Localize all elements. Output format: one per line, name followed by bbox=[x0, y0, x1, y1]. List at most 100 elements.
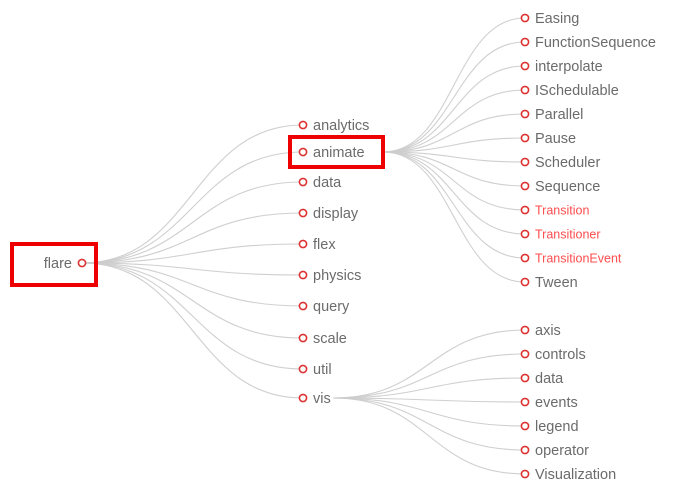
node-dot-icon[interactable] bbox=[520, 469, 530, 479]
node-dot-icon[interactable] bbox=[298, 147, 308, 157]
node-vis-axis[interactable]: axis bbox=[520, 323, 561, 339]
node-animate-FunctionSequence-label[interactable]: FunctionSequence bbox=[535, 35, 656, 51]
node-animate-Scheduler-label[interactable]: Scheduler bbox=[535, 155, 600, 171]
node-animate-Pause-label[interactable]: Pause bbox=[535, 131, 576, 147]
node-analytics-label[interactable]: analytics bbox=[313, 118, 369, 134]
node-util-label[interactable]: util bbox=[313, 362, 332, 378]
node-animate-Transitioner-label[interactable]: Transitioner bbox=[535, 227, 601, 241]
node-dot-icon[interactable] bbox=[520, 373, 530, 383]
node-util[interactable]: util bbox=[298, 362, 332, 378]
node-animate-Tween[interactable]: Tween bbox=[520, 275, 578, 291]
node-dot-icon[interactable] bbox=[520, 85, 530, 95]
node-animate-interpolate-label[interactable]: interpolate bbox=[535, 59, 603, 75]
node-animate-Sequence-label[interactable]: Sequence bbox=[535, 179, 600, 195]
node-dot-icon[interactable] bbox=[298, 301, 308, 311]
node-vis-label[interactable]: vis bbox=[313, 391, 331, 407]
node-dot-icon[interactable] bbox=[520, 61, 530, 71]
node-dot-icon[interactable] bbox=[520, 421, 530, 431]
node-dot-icon[interactable] bbox=[520, 229, 530, 239]
node-vis-events-label[interactable]: events bbox=[535, 395, 578, 411]
node-query[interactable]: query bbox=[298, 299, 350, 315]
node-dot-icon[interactable] bbox=[520, 349, 530, 359]
node-animate-Parallel[interactable]: Parallel bbox=[520, 107, 583, 123]
node-dot-icon[interactable] bbox=[520, 445, 530, 455]
node-vis-operator-label[interactable]: operator bbox=[535, 443, 589, 459]
link-animate-to-Tween bbox=[382, 151, 526, 283]
node-dot-icon[interactable] bbox=[298, 333, 308, 343]
node-vis-Visualization-label[interactable]: Visualization bbox=[535, 467, 616, 483]
node-dot-icon[interactable] bbox=[298, 364, 308, 374]
node-analytics[interactable]: analytics bbox=[298, 118, 369, 134]
node-dot-icon[interactable] bbox=[298, 270, 308, 280]
node-vis[interactable]: vis bbox=[298, 391, 331, 407]
link-animate-to-Scheduler bbox=[382, 151, 526, 163]
node-dot-icon[interactable] bbox=[520, 397, 530, 407]
node-vis-legend[interactable]: legend bbox=[520, 419, 579, 435]
node-dot-icon[interactable] bbox=[520, 109, 530, 119]
link-flare-to-flex bbox=[81, 243, 304, 264]
node-dot-icon[interactable] bbox=[520, 157, 530, 167]
node-animate-Easing[interactable]: Easing bbox=[520, 11, 579, 27]
node-animate[interactable]: animate bbox=[298, 145, 365, 161]
node-data-label[interactable]: data bbox=[313, 175, 342, 191]
node-animate-TransitionEvent[interactable]: TransitionEvent bbox=[520, 251, 622, 265]
node-vis-axis-label[interactable]: axis bbox=[535, 323, 561, 339]
node-dot-icon[interactable] bbox=[520, 277, 530, 287]
node-vis-events[interactable]: events bbox=[520, 395, 578, 411]
node-animate-ISchedulable-label[interactable]: ISchedulable bbox=[535, 83, 619, 99]
node-dot-icon[interactable] bbox=[520, 253, 530, 263]
node-dot-icon[interactable] bbox=[520, 325, 530, 335]
link-flare-to-vis bbox=[81, 262, 304, 399]
node-animate-Tween-label[interactable]: Tween bbox=[535, 275, 578, 291]
node-display-label[interactable]: display bbox=[313, 206, 359, 222]
node-dot-icon[interactable] bbox=[298, 177, 308, 187]
node-vis-Visualization[interactable]: Visualization bbox=[520, 467, 616, 483]
node-dot-icon[interactable] bbox=[298, 239, 308, 249]
node-animate-Transition[interactable]: Transition bbox=[520, 203, 589, 217]
node-animate-Parallel-label[interactable]: Parallel bbox=[535, 107, 583, 123]
node-dot-icon[interactable] bbox=[520, 133, 530, 143]
node-display[interactable]: display bbox=[298, 206, 359, 222]
node-dot-icon[interactable] bbox=[520, 13, 530, 23]
node-vis-controls-label[interactable]: controls bbox=[535, 347, 586, 363]
node-physics-label[interactable]: physics bbox=[313, 268, 361, 284]
node-dot-icon[interactable] bbox=[298, 120, 308, 130]
node-animate-Sequence[interactable]: Sequence bbox=[520, 179, 600, 195]
node-vis-data[interactable]: data bbox=[520, 371, 564, 387]
node-dot-icon[interactable] bbox=[298, 393, 308, 403]
node-flex-label[interactable]: flex bbox=[313, 237, 336, 253]
node-animate-FunctionSequence[interactable]: FunctionSequence bbox=[520, 35, 656, 51]
node-flare-label[interactable]: flare bbox=[44, 256, 72, 272]
node-vis-data-label[interactable]: data bbox=[535, 371, 564, 387]
node-animate-ISchedulable[interactable]: ISchedulable bbox=[520, 83, 619, 99]
node-vis-legend-label[interactable]: legend bbox=[535, 419, 579, 435]
node-dot-icon[interactable] bbox=[77, 258, 87, 268]
node-animate-Scheduler[interactable]: Scheduler bbox=[520, 155, 600, 171]
node-animate-Transition-label[interactable]: Transition bbox=[535, 203, 589, 217]
link-animate-to-FunctionSequence bbox=[382, 41, 526, 153]
node-flex[interactable]: flex bbox=[298, 237, 336, 253]
node-animate-interpolate[interactable]: interpolate bbox=[520, 59, 603, 75]
node-animate-Pause[interactable]: Pause bbox=[520, 131, 576, 147]
node-data[interactable]: data bbox=[298, 175, 342, 191]
link-flare-to-scale bbox=[81, 262, 304, 339]
node-dot-icon[interactable] bbox=[520, 181, 530, 191]
node-dot-icon[interactable] bbox=[520, 205, 530, 215]
node-scale-label[interactable]: scale bbox=[313, 331, 347, 347]
node-query-label[interactable]: query bbox=[313, 299, 350, 315]
node-vis-controls[interactable]: controls bbox=[520, 347, 586, 363]
node-scale[interactable]: scale bbox=[298, 331, 347, 347]
node-animate-label[interactable]: animate bbox=[313, 145, 365, 161]
node-dot-icon[interactable] bbox=[298, 208, 308, 218]
link-flare-to-query bbox=[81, 262, 304, 307]
node-vis-operator[interactable]: operator bbox=[520, 443, 589, 459]
link-animate-to-Transitioner bbox=[382, 151, 526, 235]
node-animate-TransitionEvent-label[interactable]: TransitionEvent bbox=[535, 251, 622, 265]
node-flare[interactable]: flare bbox=[44, 256, 87, 272]
node-animate-Transitioner[interactable]: Transitioner bbox=[520, 227, 601, 241]
node-animate-Easing-label[interactable]: Easing bbox=[535, 11, 579, 27]
node-physics[interactable]: physics bbox=[298, 268, 361, 284]
link-vis-to-legend bbox=[332, 397, 526, 427]
node-dot-icon[interactable] bbox=[520, 37, 530, 47]
